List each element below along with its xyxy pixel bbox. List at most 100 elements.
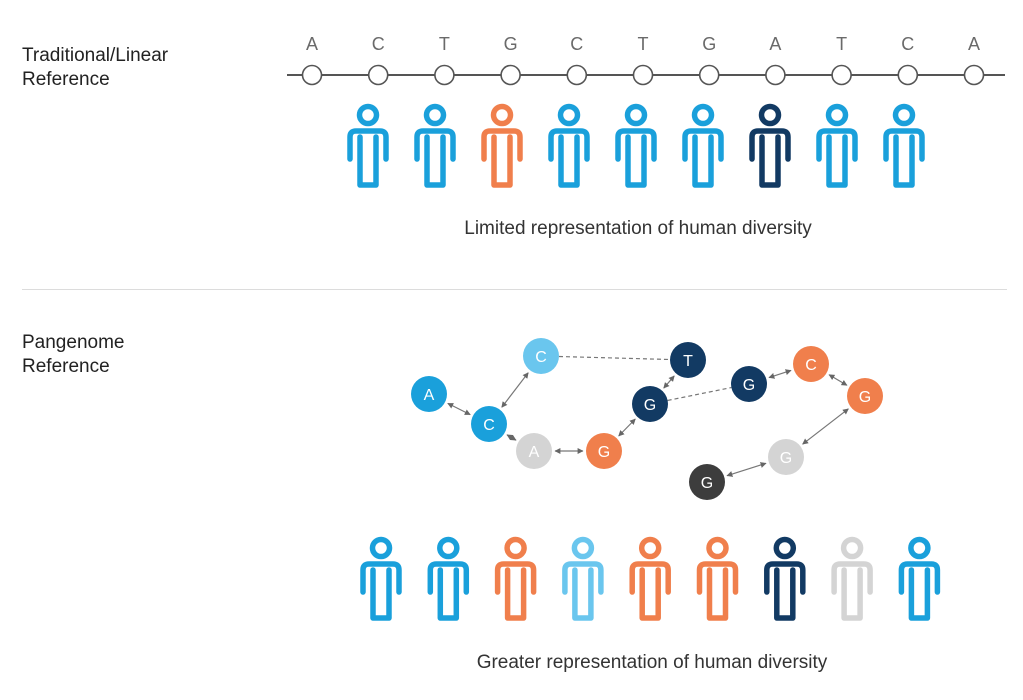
linear-caption: Limited representation of human diversit… [464, 218, 812, 239]
person-arms [898, 561, 941, 595]
base-letter-label: G [504, 34, 518, 54]
pangenome-label-line-1: Pangenome [22, 332, 125, 353]
person-arms [494, 561, 537, 595]
graph-edge [828, 374, 848, 386]
graph-node-letter: G [598, 444, 610, 461]
graph-node [471, 406, 507, 442]
person-body [424, 134, 446, 188]
person-icon [898, 536, 941, 621]
graph-edge [501, 372, 529, 408]
pangenome-reference-label: Pangenome Reference [22, 331, 124, 379]
base-node [566, 64, 588, 86]
person-icon [548, 103, 590, 188]
graph-edge [447, 402, 471, 416]
linear-label-line-1: Traditional/Linear [22, 45, 169, 66]
pangenome-edges [447, 355, 849, 477]
person-head [437, 536, 460, 560]
person-body [625, 134, 647, 188]
base-node [963, 64, 985, 86]
person-head [557, 103, 581, 127]
base-node [897, 64, 919, 86]
person-head [825, 103, 849, 127]
graph-node [670, 342, 706, 378]
person-head [504, 536, 527, 560]
linear-reference-label: Traditional/Linear Reference [22, 44, 168, 92]
person-body [774, 567, 796, 621]
graph-node-letter: C [805, 357, 817, 374]
base-node [434, 64, 455, 86]
person-body [639, 567, 661, 621]
graph-node-letter: T [683, 353, 693, 370]
graph-node [411, 376, 447, 412]
section-divider [22, 289, 1007, 290]
base-letter-label: A [968, 34, 980, 54]
person-body [504, 567, 527, 621]
person-arms [831, 561, 873, 595]
graph-edge [802, 408, 849, 445]
person-head [638, 536, 662, 560]
person-head [773, 536, 797, 560]
graph-node-letter: A [424, 387, 435, 404]
person-body [908, 567, 931, 621]
graph-edge [506, 434, 517, 441]
graph-edge [663, 375, 675, 389]
linear-label-line-2: Reference [22, 69, 110, 90]
person-head [691, 103, 715, 127]
person-body [826, 134, 848, 188]
person-arms [682, 128, 724, 162]
person-arms [481, 128, 523, 162]
person-body [437, 567, 460, 621]
graph-node-letter: G [701, 475, 713, 492]
graph-edge [768, 369, 792, 379]
person-head [490, 103, 514, 127]
base-letter-label: A [769, 34, 781, 54]
person-head [758, 103, 782, 127]
person-arms [414, 128, 456, 162]
person-body [841, 567, 863, 621]
graph-node [731, 366, 767, 402]
base-letter-label: T [836, 34, 847, 54]
person-icon [427, 536, 470, 621]
base-node [367, 64, 389, 86]
person-arms [615, 128, 657, 162]
person-body [893, 134, 915, 188]
graph-node [793, 346, 829, 382]
graph-node-letter: G [644, 397, 656, 414]
graph-node [847, 378, 883, 414]
graph-node [768, 439, 804, 475]
person-arms [816, 128, 858, 162]
base-node [831, 64, 852, 86]
linear-people-group [347, 103, 925, 188]
base-letter-label: A [306, 34, 318, 54]
person-arms [427, 561, 470, 595]
base-letter-label: C [570, 34, 583, 54]
person-icon [615, 103, 657, 188]
person-arms [347, 128, 389, 162]
graph-node-letter: G [743, 377, 755, 394]
person-icon [562, 536, 604, 621]
person-icon [494, 536, 537, 621]
person-body [491, 134, 513, 188]
graph-node [689, 464, 725, 500]
person-body [558, 134, 580, 188]
person-head [423, 103, 447, 127]
person-body [759, 134, 781, 188]
person-body [572, 567, 594, 621]
person-icon [682, 103, 724, 188]
pangenome-people-group [360, 536, 941, 621]
person-head [369, 536, 393, 560]
base-node [698, 64, 720, 86]
person-head [706, 536, 729, 560]
dashed-edge [558, 355, 671, 361]
dashed-edge [667, 386, 732, 402]
person-icon [414, 103, 456, 188]
graph-node [516, 433, 552, 469]
person-icon [749, 103, 791, 188]
person-arms [764, 561, 806, 595]
person-icon [360, 536, 402, 621]
person-head [356, 103, 380, 127]
person-body [357, 134, 379, 188]
base-letter-label: T [439, 34, 450, 54]
